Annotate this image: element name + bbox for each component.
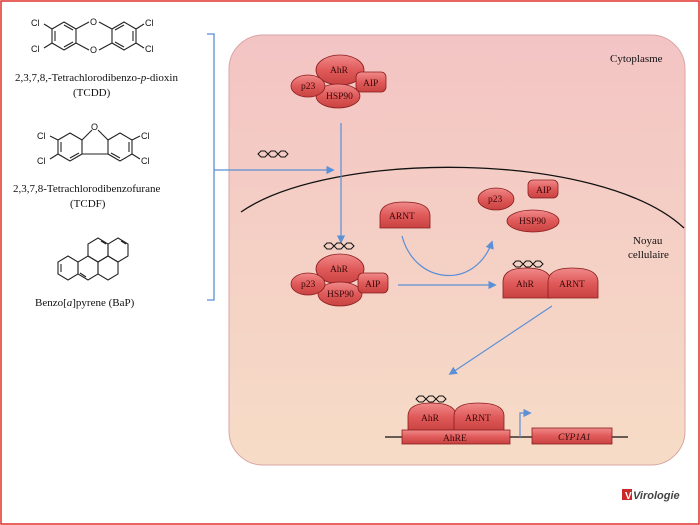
nucleus-label-1: Noyau bbox=[633, 235, 663, 247]
svg-text:Cl: Cl bbox=[37, 156, 46, 166]
nucleus-label-2: cellulaire bbox=[628, 249, 669, 261]
svg-text:V: V bbox=[625, 491, 632, 502]
svg-text:AIP: AIP bbox=[365, 280, 380, 290]
svg-text:p23: p23 bbox=[301, 280, 316, 290]
svg-text:AhR: AhR bbox=[421, 414, 440, 424]
svg-text:AhR: AhR bbox=[330, 66, 349, 76]
ahr-complex-ligand-bound: AhR p23 HSP90 AIP bbox=[290, 242, 389, 307]
cytoplasm-label: Cytoplasme bbox=[610, 53, 663, 65]
arnt-free: ARNT bbox=[379, 201, 431, 229]
svg-text:O: O bbox=[90, 45, 97, 55]
svg-text:AhR: AhR bbox=[516, 280, 535, 290]
ahr-complex-inactive: AhR p23 HSP90 AIP bbox=[290, 54, 387, 109]
chaperone-release-arrow bbox=[401, 235, 494, 277]
tcdd-abbr: (TCDD) bbox=[73, 87, 111, 99]
svg-text:AIP: AIP bbox=[363, 79, 378, 89]
tcdf-abbr: (TCDF) bbox=[70, 198, 106, 210]
svg-text:ARNT: ARNT bbox=[465, 414, 491, 424]
tcdd-structure: O O Cl Cl Cl Cl bbox=[31, 17, 154, 55]
svg-text:AIP: AIP bbox=[536, 186, 551, 196]
svg-text:AhRE: AhRE bbox=[443, 434, 467, 444]
cell-body bbox=[228, 34, 686, 466]
svg-text:Cl: Cl bbox=[141, 131, 150, 141]
svg-text:p23: p23 bbox=[301, 82, 316, 92]
tcdf-name: 2,3,7,8-Tetrachlorodibenzofurane bbox=[13, 183, 160, 195]
bap-name: Benzo[a]pyrene (BaP) bbox=[35, 297, 135, 309]
svg-text:ARNT: ARNT bbox=[389, 212, 415, 222]
svg-text:Cl: Cl bbox=[31, 44, 40, 54]
tcdd-name: 2,3,7,8,-Tetrachlorodibenzo-p-dioxin bbox=[15, 72, 178, 84]
svg-text:Cl: Cl bbox=[31, 18, 40, 28]
svg-text:O: O bbox=[90, 17, 97, 27]
svg-text:Virologie: Virologie bbox=[633, 490, 680, 502]
svg-text:HSP90: HSP90 bbox=[326, 92, 353, 102]
svg-text:Cl: Cl bbox=[145, 44, 154, 54]
tcdf-structure: O Cl Cl Cl Cl bbox=[37, 122, 150, 166]
svg-text:Cl: Cl bbox=[141, 156, 150, 166]
released-chaperones: p23 AIP HSP90 bbox=[477, 179, 560, 233]
svg-text:HSP90: HSP90 bbox=[519, 217, 546, 227]
svg-text:ARNT: ARNT bbox=[559, 280, 585, 290]
svg-text:p23: p23 bbox=[488, 195, 503, 205]
svg-text:Cl: Cl bbox=[37, 131, 46, 141]
dna-binding-site: AhR ARNT AhRE CYP1A1 bbox=[385, 395, 628, 445]
virologie-logo: V Virologie bbox=[622, 489, 680, 502]
bap-structure bbox=[57, 237, 129, 281]
svg-text:CYP1A1: CYP1A1 bbox=[558, 433, 591, 443]
svg-text:O: O bbox=[91, 122, 98, 132]
svg-text:HSP90: HSP90 bbox=[327, 290, 354, 300]
svg-text:Cl: Cl bbox=[145, 18, 154, 28]
dna-binding-arrow bbox=[448, 305, 553, 375]
svg-text:AhR: AhR bbox=[330, 265, 349, 275]
nuclear-membrane bbox=[240, 166, 685, 229]
ahr-arnt-heterodimer: AhR ARNT bbox=[502, 260, 599, 299]
ligand-bracket bbox=[207, 33, 215, 301]
